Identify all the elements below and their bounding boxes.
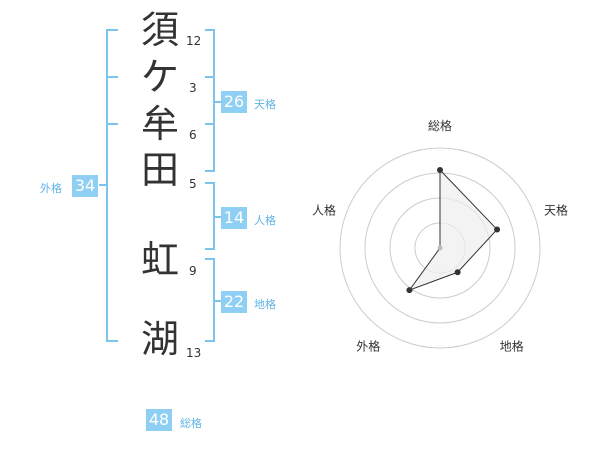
radar-axis-label: 人格 bbox=[312, 202, 336, 217]
gaikaku-badge: 34 bbox=[72, 175, 98, 197]
radar-series-shape bbox=[408, 168, 498, 292]
stroke-count-6: 13 bbox=[186, 346, 202, 360]
outer-bracket-tick bbox=[106, 76, 118, 78]
name-char-4: 田 bbox=[140, 148, 179, 192]
outer-bracket-tick bbox=[106, 29, 118, 31]
outer-bracket-tick bbox=[106, 123, 118, 125]
chikaku-label: 地格 bbox=[254, 298, 276, 311]
jinkaku-bracket-stub bbox=[213, 216, 221, 218]
stroke-count-4: 5 bbox=[189, 177, 197, 191]
tenkaku-label: 天格 bbox=[254, 98, 276, 111]
chikaku-bracket-stub bbox=[213, 300, 221, 302]
tenkaku-bracket-stub bbox=[213, 101, 221, 103]
jinkaku-badge: 14 bbox=[221, 207, 247, 229]
name-char-5: 虹 bbox=[140, 238, 179, 282]
radar-point bbox=[437, 167, 443, 173]
name-char-1: 須 bbox=[140, 8, 179, 52]
radar-point bbox=[494, 226, 501, 233]
tenkaku-bracket-tick bbox=[205, 123, 215, 125]
name-char-2: ケ bbox=[140, 55, 179, 99]
stroke-count-5: 9 bbox=[189, 264, 197, 278]
radar-grid-ring bbox=[339, 147, 541, 349]
jinkaku-label: 人格 bbox=[254, 214, 276, 227]
stroke-count-2: 3 bbox=[189, 81, 197, 95]
radar-axis-label: 地格 bbox=[500, 339, 524, 354]
radar-axis-label: 天格 bbox=[544, 202, 568, 217]
tenkaku-bracket-tick bbox=[205, 170, 215, 172]
gaikaku-label: 外格 bbox=[40, 182, 62, 195]
outer-bracket-stub bbox=[99, 184, 108, 186]
chikaku-bracket-tick bbox=[205, 340, 215, 342]
radar-axis-label: 外格 bbox=[356, 339, 380, 354]
soukaku-badge: 48 bbox=[146, 409, 172, 431]
tenkaku-bracket-vertical bbox=[213, 29, 215, 172]
tenkaku-bracket-tick bbox=[205, 29, 215, 31]
jinkaku-bracket-tick bbox=[205, 248, 215, 250]
soukaku-label: 総格 bbox=[180, 417, 202, 430]
radar-point bbox=[454, 269, 461, 276]
chikaku-badge: 22 bbox=[221, 291, 247, 313]
name-char-3: 牟 bbox=[140, 102, 179, 146]
jinkaku-bracket-tick bbox=[205, 182, 215, 184]
radar-axis-label: 総格 bbox=[428, 118, 452, 133]
name-char-6: 湖 bbox=[140, 317, 179, 361]
tenkaku-badge: 26 bbox=[221, 91, 247, 113]
stroke-count-1: 12 bbox=[186, 34, 202, 48]
stroke-count-3: 6 bbox=[189, 128, 197, 142]
tenkaku-bracket-tick bbox=[205, 76, 215, 78]
outer-bracket-tick bbox=[106, 340, 118, 342]
radar-center-dot bbox=[437, 245, 443, 251]
chikaku-bracket-tick bbox=[205, 258, 215, 260]
radar-point bbox=[406, 287, 413, 294]
